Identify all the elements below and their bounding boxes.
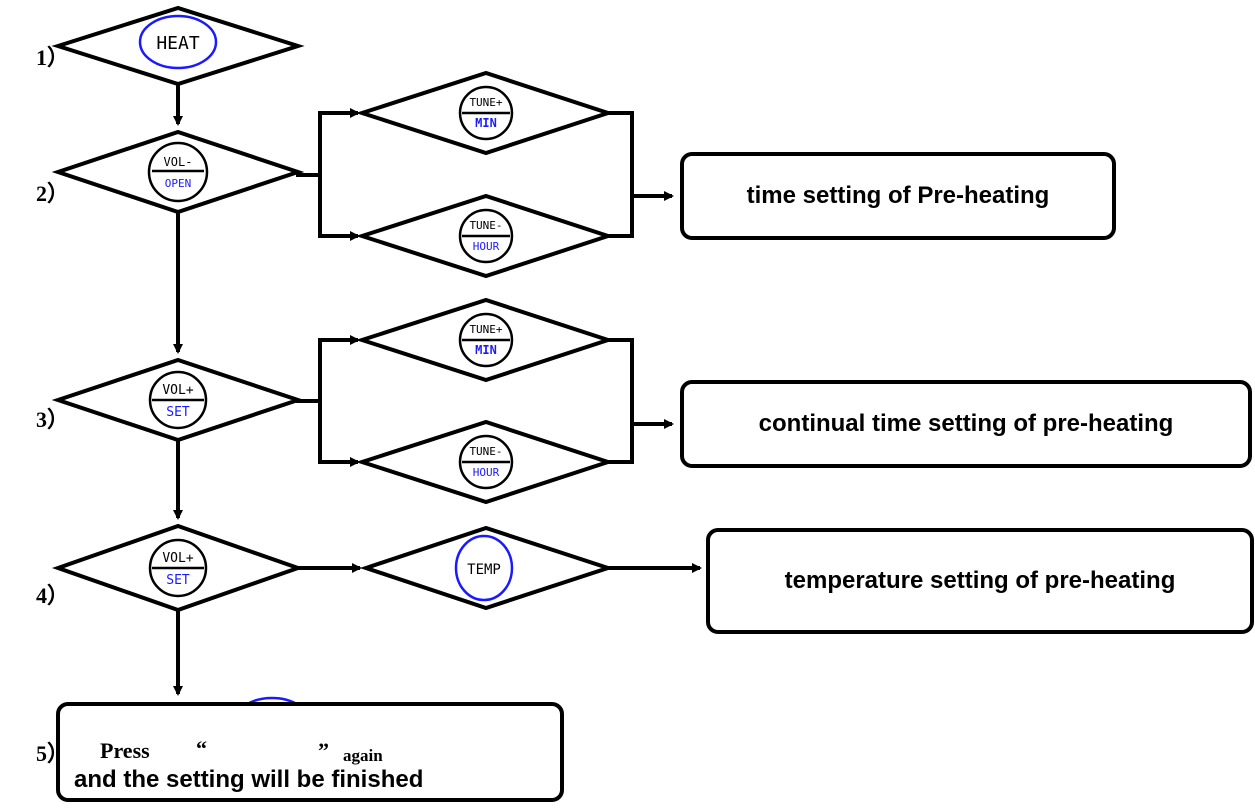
tune-minus-hour-button-icon-b: TUNE- HOUR xyxy=(458,434,514,490)
step-label-2: 2） xyxy=(36,181,70,206)
vol-plus-set-button-icon-a: VOL+ SET xyxy=(148,370,208,430)
step-label-3: 3） xyxy=(36,407,70,432)
result-continual-time: continual time setting of pre-heating xyxy=(680,380,1252,468)
branch-3-right xyxy=(608,338,634,464)
result-preheat-time: time setting of Pre-heating xyxy=(680,152,1116,240)
final-close-quote: ” xyxy=(318,738,329,763)
branch-2-left xyxy=(296,108,360,177)
connectors xyxy=(173,84,702,696)
heat-button-icon: HEAT xyxy=(138,14,218,70)
step-label-1: 1） xyxy=(36,45,70,70)
branch-2-left-lower xyxy=(318,175,360,241)
result-temperature: temperature setting of pre-heating xyxy=(706,528,1254,634)
vol-plus-set-button-icon-b: VOL+ SET xyxy=(148,538,208,598)
hour-label-a: HOUR xyxy=(473,240,500,253)
final-finished-text: and the setting will be finished xyxy=(74,766,424,793)
open-label: OPEN xyxy=(165,177,192,190)
final-box xyxy=(56,702,564,802)
tune-minus-label-b: TUNE- xyxy=(469,445,502,458)
set-label-a: SET xyxy=(166,405,190,420)
final-press-text: Press xyxy=(100,738,150,763)
tune-minus-label-a: TUNE- xyxy=(469,219,502,232)
step-label-4: 4） xyxy=(36,583,70,608)
temp-label: TEMP xyxy=(467,562,501,578)
final-open-quote: “ xyxy=(196,736,207,761)
branch-2-right xyxy=(608,111,634,238)
tune-plus-min-button-icon-a: TUNE+ MIN xyxy=(458,85,514,141)
tune-plus-label-a: TUNE+ xyxy=(469,96,502,109)
vol-plus-label-a: VOL+ xyxy=(162,383,193,398)
tune-plus-min-button-icon-b: TUNE+ MIN xyxy=(458,312,514,368)
min-label-a: MIN xyxy=(475,116,497,130)
vol-plus-label-b: VOL+ xyxy=(162,551,193,566)
hour-label-b: HOUR xyxy=(473,466,500,479)
min-label-b: MIN xyxy=(475,343,497,357)
branch-3-left-lower xyxy=(318,401,360,467)
vol-minus-label: VOL- xyxy=(164,155,193,169)
set-label-b: SET xyxy=(166,573,190,588)
final-again-text: again xyxy=(343,746,383,765)
tune-plus-label-b: TUNE+ xyxy=(469,323,502,336)
tune-minus-hour-button-icon-a: TUNE- HOUR xyxy=(458,208,514,264)
vol-minus-open-button-icon: VOL- OPEN xyxy=(147,141,209,203)
temp-button-icon: TEMP xyxy=(454,534,514,602)
heat-label: HEAT xyxy=(156,33,200,54)
branch-3-left xyxy=(296,335,360,403)
